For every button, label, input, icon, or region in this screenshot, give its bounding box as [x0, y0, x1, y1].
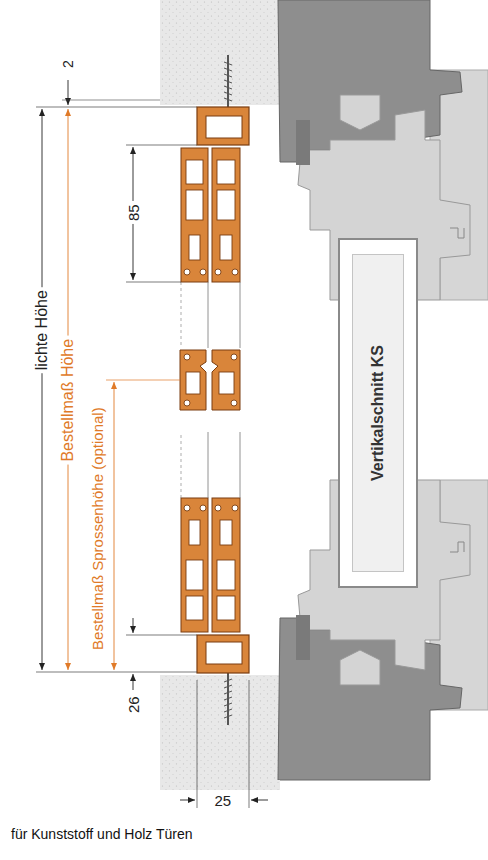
- caption: für Kunststoff und Holz Türen: [8, 826, 196, 842]
- dimension-value: 26: [124, 693, 141, 716]
- order-dimension-label: Bestellmaß Sprossenhöhe (optional): [88, 404, 105, 653]
- section-box: Vertikalschnitt KS: [338, 238, 418, 588]
- section-title: Vertikalschnitt KS: [369, 345, 387, 481]
- dimension-value: 85: [124, 201, 141, 224]
- order-dimension-label: Bestellmaß Höhe: [59, 336, 77, 465]
- dimension-value: 2: [60, 57, 76, 71]
- dimension-label: lichte Höhe: [33, 287, 51, 373]
- dimension-value: 25: [212, 792, 235, 809]
